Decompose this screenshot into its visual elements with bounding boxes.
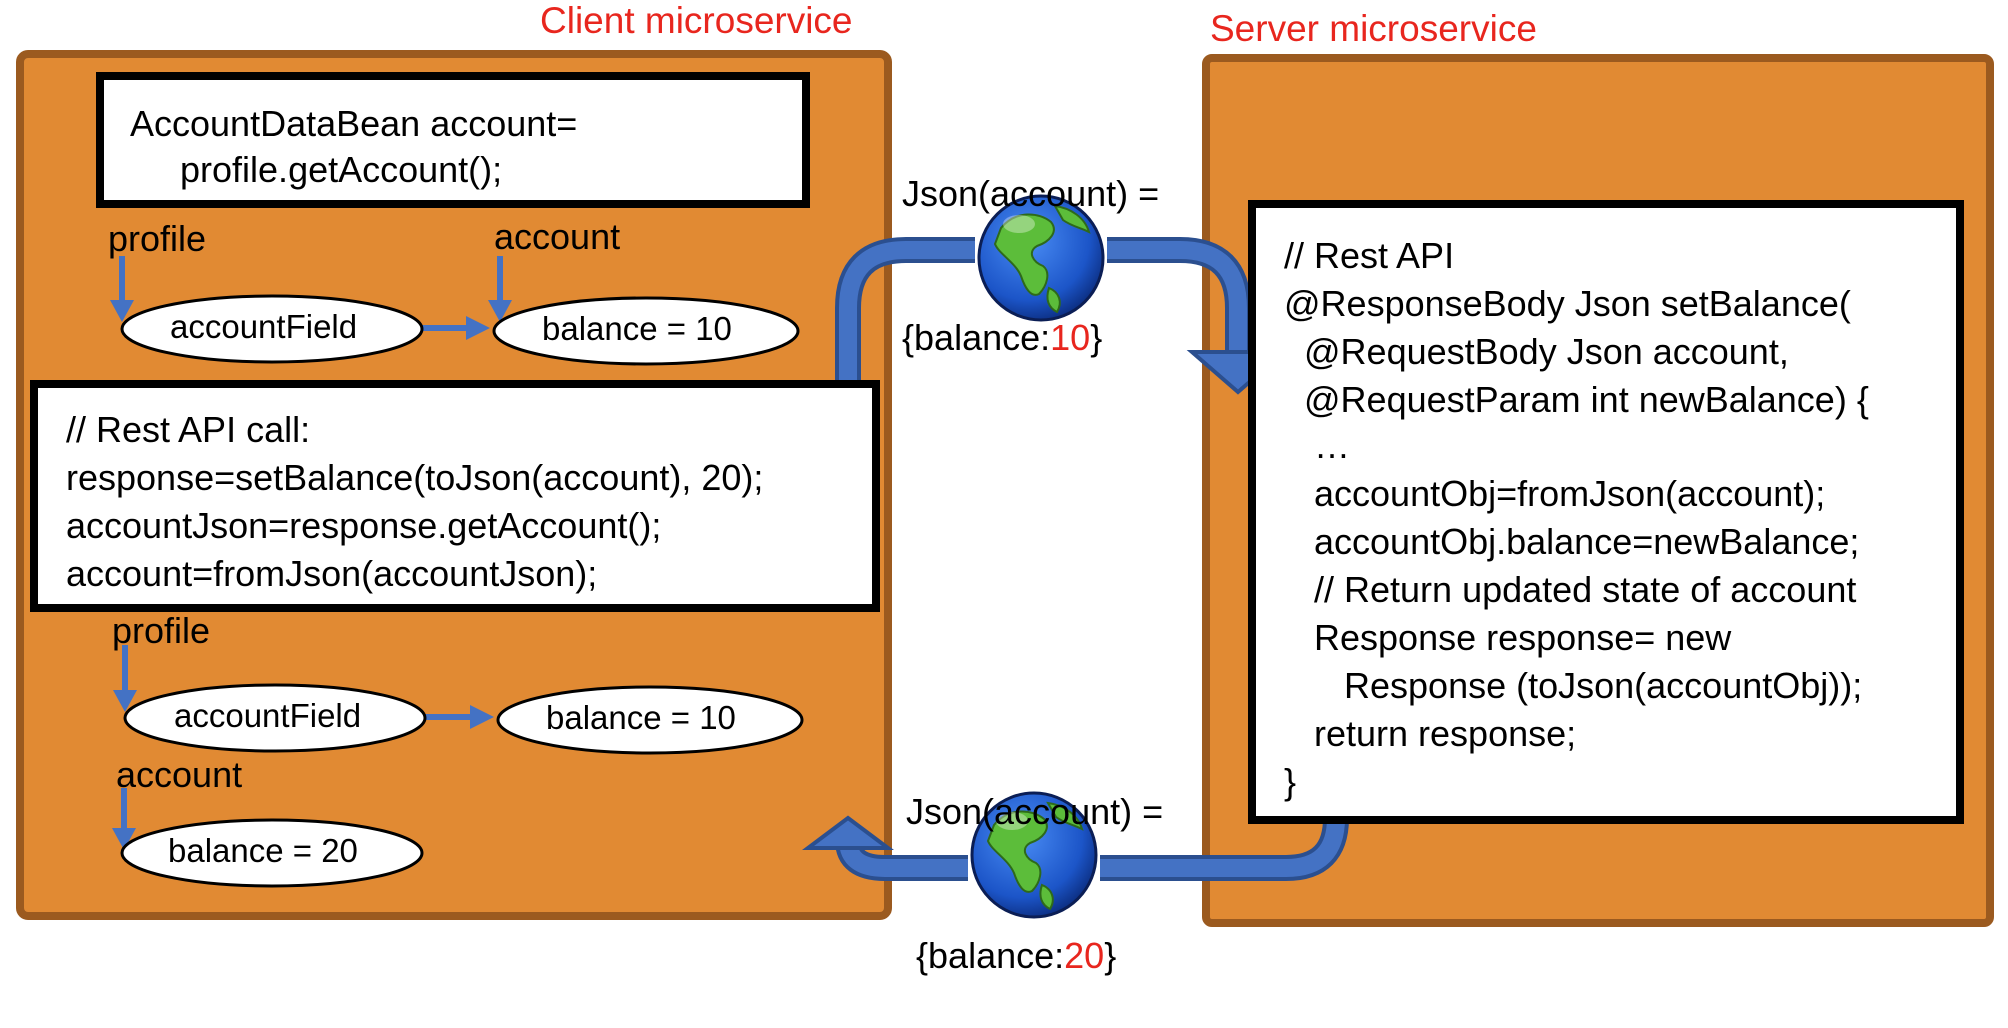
response-message-line1: Json(account) =: [906, 791, 1164, 832]
server-code-line: return response;: [1284, 713, 1577, 754]
after-account-label: account: [116, 754, 243, 795]
server-code-line: Response response= new: [1284, 617, 1732, 658]
server-code-line: @ResponseBody Json setBalance(: [1284, 283, 1851, 324]
globe-icon: [975, 192, 1107, 324]
server-title: Server microservice: [1210, 8, 1537, 49]
after-new-balance-node: [120, 818, 424, 888]
client-title: Client microservice: [540, 0, 853, 41]
after-old-balance-text: balance = 10: [546, 699, 736, 736]
after-pointer-arrows: [112, 645, 494, 850]
client-call-code-line: account=fromJson(accountJson);: [66, 553, 598, 594]
server-code-line: @RequestBody Json account,: [1284, 331, 1789, 372]
response-message-line2: {balance:20}: [916, 935, 1117, 976]
after-field-node: [123, 683, 427, 753]
before-balance-node: [492, 296, 800, 366]
server-code-line: }: [1284, 761, 1297, 802]
before-balance-text: balance = 10: [542, 310, 732, 347]
server-code-box: // Rest API @ResponseBody Json setBalanc…: [1248, 200, 1964, 824]
before-account-label: account: [494, 216, 621, 257]
response-balance-value: 20: [1064, 935, 1105, 976]
request-message: Json(account) = {balance:10}: [902, 74, 1159, 410]
request-message-line1: Json(account) =: [902, 173, 1160, 214]
client-top-code-box: AccountDataBean account= profile.getAcco…: [96, 72, 810, 208]
response-arrow: [802, 762, 1349, 881]
before-field-node: [120, 294, 424, 364]
after-profile-label: profile: [112, 610, 211, 651]
after-old-balance-node: [496, 685, 804, 755]
server-code-line: Response (toJson(accountObj));: [1284, 665, 1863, 706]
before-field-text: accountField: [170, 308, 358, 345]
after-new-balance-text: balance = 20: [168, 832, 358, 869]
client-call-code-line: response=setBalance(toJson(account), 20)…: [66, 457, 764, 498]
globe-icon: [968, 789, 1100, 921]
client-call-code-line: accountJson=response.getAccount();: [66, 505, 662, 546]
server-code-line: @RequestParam int newBalance) {: [1284, 379, 1869, 420]
client-top-code-line: AccountDataBean account=: [130, 103, 578, 144]
server-code-line: …: [1284, 425, 1351, 466]
client-call-code-box: // Rest API call: response=setBalance(to…: [30, 380, 880, 612]
request-message-line2: {balance:10}: [902, 317, 1103, 358]
server-code-line: accountObj=fromJson(account);: [1284, 473, 1826, 514]
request-balance-value: 10: [1050, 317, 1091, 358]
client-call-code-line: // Rest API call:: [66, 409, 311, 450]
response-message: Json(account) = {balance:20}: [906, 692, 1163, 1028]
client-top-code-line: profile.getAccount();: [130, 149, 503, 190]
server-code-line: accountObj.balance=newBalance;: [1284, 521, 1860, 562]
server-code-line: // Return updated state of account: [1284, 569, 1857, 610]
before-profile-label: profile: [108, 218, 207, 259]
after-field-text: accountField: [174, 697, 362, 734]
server-code-line: // Rest API: [1284, 235, 1455, 276]
